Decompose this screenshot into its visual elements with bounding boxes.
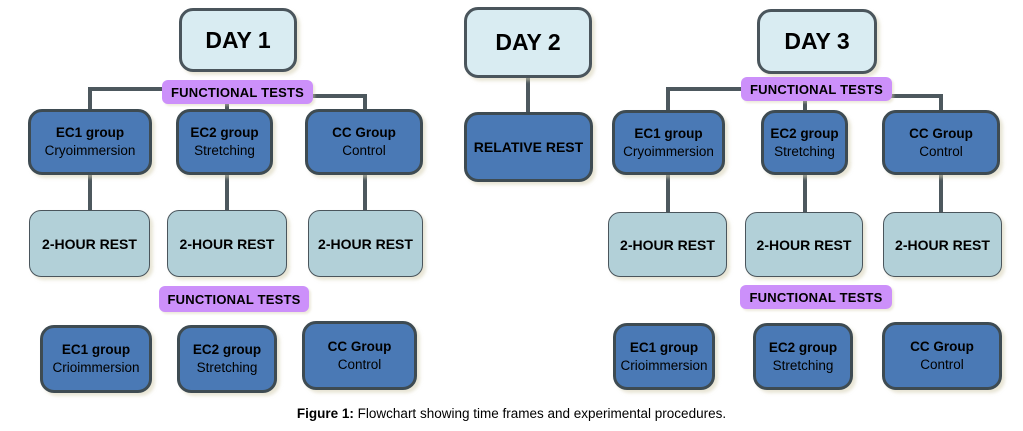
connector-day2-v <box>526 77 530 114</box>
functional-tests-text: FUNCTIONAL TESTS <box>171 84 304 100</box>
day3-box: DAY 3 <box>757 9 877 74</box>
rest-text: 2-HOUR REST <box>756 236 852 253</box>
connector-day1-group2-rest2 <box>225 174 229 212</box>
day3-top-group-ec2: EC2 group Stretching <box>761 110 848 175</box>
day1-top-group-cc: CC Group Control <box>305 109 423 175</box>
group-subtitle: Crioimmersion <box>620 357 708 373</box>
connector-day1-left-elbow-v <box>88 87 92 111</box>
group-name: EC1 group <box>629 339 699 355</box>
connector-day1-center-v <box>225 100 229 112</box>
group-subtitle: Stretching <box>194 143 255 158</box>
day3-rest-box-1: 2-HOUR REST <box>608 212 727 277</box>
group-name: EC2 group <box>192 342 262 358</box>
group-subtitle: Cryoimmersion <box>623 143 714 159</box>
connector-day3-left-elbow-v <box>666 87 670 112</box>
group-name: CC Group <box>327 338 392 354</box>
group-name: EC2 group <box>770 125 839 141</box>
group-name: EC2 group <box>768 339 838 355</box>
day1-rest-box-1: 2-HOUR REST <box>29 210 150 277</box>
connector-day3-right-elbow-h <box>890 94 943 98</box>
day1-top-group-ec2: EC2 group Stretching <box>176 109 273 175</box>
group-subtitle: Cryoimmersion <box>44 143 136 158</box>
day1-top-group-ec1: EC1 group Cryoimmersion <box>28 109 152 175</box>
connector-day1-group3-rest3 <box>363 174 367 212</box>
day2-title: DAY 2 <box>495 29 561 55</box>
rest-text: 2-HOUR REST <box>620 236 715 253</box>
day1-title: DAY 1 <box>205 26 271 53</box>
day1-functional-tests-top-label: FUNCTIONAL TESTS <box>162 80 313 104</box>
connector-day3-left-elbow-h <box>666 87 743 91</box>
day1-bottom-group-ec2: EC2 group Stretching <box>177 325 277 393</box>
connector-day1-right-elbow-v <box>363 94 367 112</box>
day1-rest-box-2: 2-HOUR REST <box>167 210 287 277</box>
functional-tests-text: FUNCTIONAL TESTS <box>750 81 883 97</box>
figure-caption-label: Figure 1: <box>296 406 354 421</box>
day1-bottom-group-cc: CC Group Control <box>302 321 417 390</box>
relative-rest-text: RELATIVE REST <box>473 138 584 155</box>
connector-day3-right-elbow-v <box>939 94 943 112</box>
connector-day3-group3-rest3 <box>939 174 943 214</box>
day1-bottom-group-ec1: EC1 group Crioimmersion <box>40 325 152 393</box>
figure-caption-text: Flowchart showing time frames and experi… <box>353 406 727 421</box>
group-subtitle: Control <box>337 356 382 372</box>
group-name: EC1 group <box>61 342 131 358</box>
functional-tests-text: FUNCTIONAL TESTS <box>749 289 883 305</box>
day3-rest-box-3: 2-HOUR REST <box>883 212 1002 277</box>
group-subtitle: Crioimmersion <box>52 360 140 375</box>
group-subtitle: Control <box>919 143 963 159</box>
day2-box: DAY 2 <box>464 7 592 78</box>
day3-functional-tests-bottom-label: FUNCTIONAL TESTS <box>740 285 892 309</box>
day3-top-group-cc: CC Group Control <box>882 110 1000 175</box>
group-subtitle: Stretching <box>774 143 835 159</box>
connector-day1-left-elbow-h <box>88 87 164 91</box>
day3-functional-tests-top-label: FUNCTIONAL TESTS <box>741 77 892 101</box>
connector-day1-right-elbow-h <box>310 94 367 98</box>
group-name: CC Group <box>909 125 973 141</box>
connector-day3-group2-rest2 <box>803 174 807 214</box>
rest-text: 2-HOUR REST <box>42 235 137 252</box>
day3-title: DAY 3 <box>784 28 850 54</box>
day1-rest-box-3: 2-HOUR REST <box>308 210 423 277</box>
day3-bottom-group-ec2: EC2 group Stretching <box>753 323 853 390</box>
group-name: CC Group <box>332 125 396 141</box>
connector-day3-group1-rest1 <box>666 174 670 214</box>
figure-caption: Figure 1: Flowchart showing time frames … <box>0 406 1023 421</box>
group-subtitle: Stretching <box>196 360 258 375</box>
functional-tests-text: FUNCTIONAL TESTS <box>167 291 301 307</box>
rest-text: 2-HOUR REST <box>179 235 275 252</box>
group-name: EC2 group <box>190 125 259 141</box>
group-name: EC1 group <box>634 125 703 141</box>
group-subtitle: Control <box>342 143 386 158</box>
rest-text: 2-HOUR REST <box>895 236 990 253</box>
day3-top-group-ec1: EC1 group Cryoimmersion <box>612 110 725 175</box>
group-subtitle: Stretching <box>772 357 834 373</box>
connector-day3-center-v <box>803 99 807 112</box>
day3-bottom-group-cc: CC Group Control <box>882 322 1002 390</box>
group-name: CC Group <box>910 339 974 355</box>
day3-rest-box-2: 2-HOUR REST <box>745 212 863 277</box>
day1-functional-tests-bottom-label: FUNCTIONAL TESTS <box>159 286 309 312</box>
group-subtitle: Control <box>920 357 964 372</box>
day3-bottom-group-ec1: EC1 group Crioimmersion <box>613 323 715 390</box>
day1-box: DAY 1 <box>179 8 297 72</box>
group-name: EC1 group <box>55 125 125 141</box>
day2-relative-rest-box: RELATIVE REST <box>464 112 593 182</box>
rest-text: 2-HOUR REST <box>318 235 413 252</box>
connector-day1-group1-rest1 <box>88 174 92 212</box>
